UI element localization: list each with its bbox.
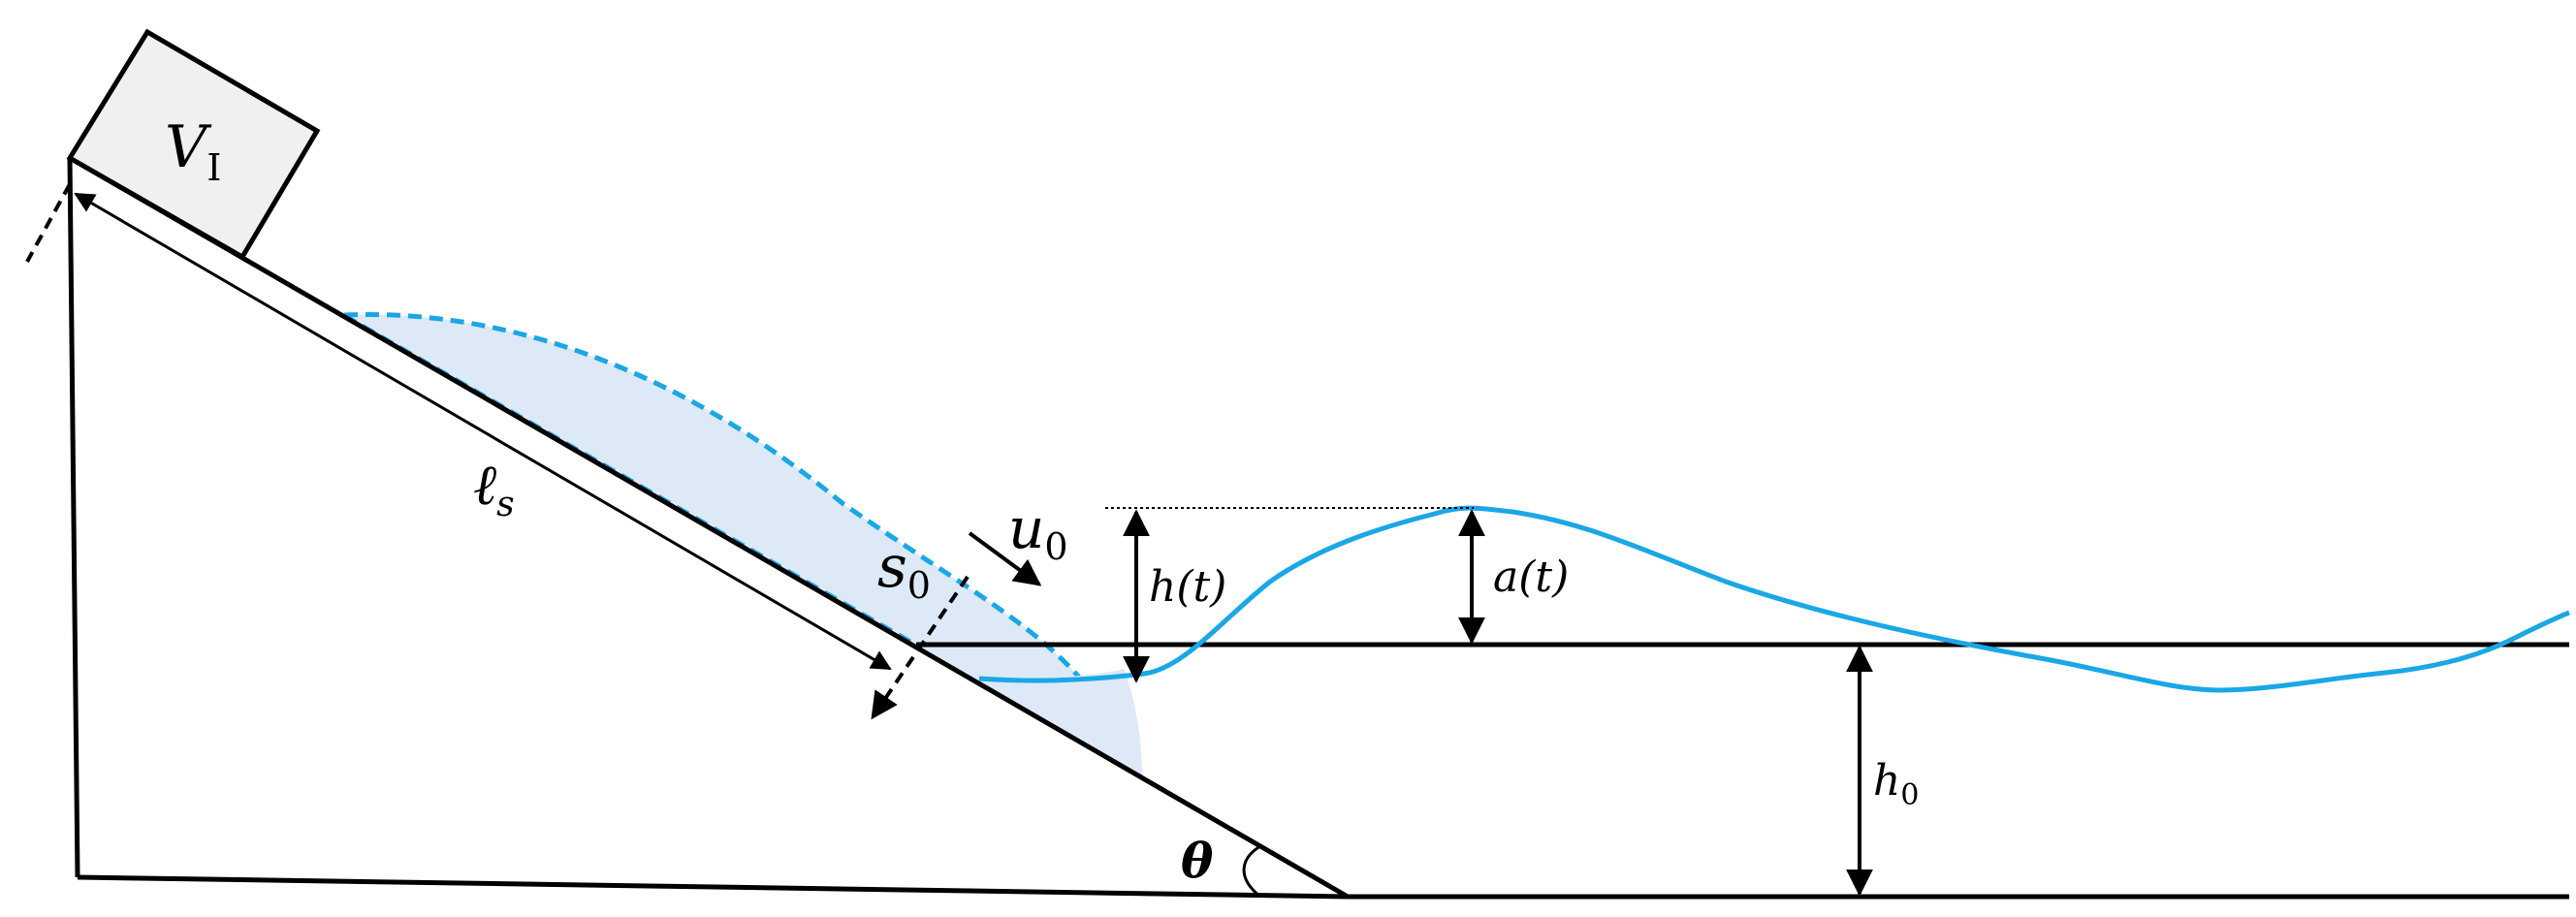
u0-label: u0 xyxy=(1008,495,1068,568)
angle-arc xyxy=(1242,844,1261,899)
h-t-label: h(t) xyxy=(1149,562,1226,612)
slide-length-arrow xyxy=(74,192,892,671)
h0-label: h0 xyxy=(1873,756,1919,812)
left-wall xyxy=(67,157,80,878)
theta-label: θ xyxy=(1181,832,1214,889)
slope-line xyxy=(68,155,1350,900)
slide-length-label: ℓs xyxy=(473,452,515,524)
wave-profile xyxy=(978,505,2570,693)
u0-arrow xyxy=(968,531,1042,586)
volume-label: VI xyxy=(165,113,221,189)
s0-dashed-tick xyxy=(871,575,970,720)
a-t-label: a(t) xyxy=(1493,553,1569,602)
ground-line-left xyxy=(77,874,1349,900)
start-dashed-tick xyxy=(25,183,72,263)
s0-label: s0 xyxy=(877,533,931,607)
